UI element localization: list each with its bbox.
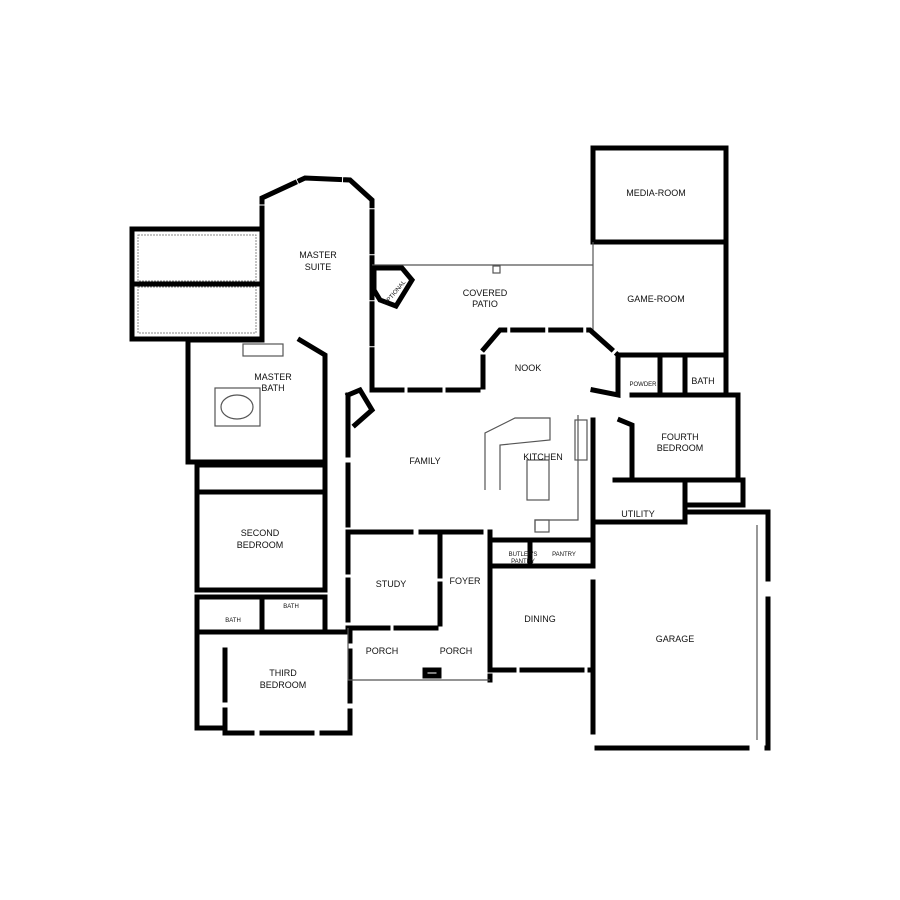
third-bedroom-label-2: BEDROOM [260, 680, 307, 690]
storage-walls [129, 226, 265, 342]
master-suite-label-1: MASTER [299, 250, 337, 260]
bedroom-wing-walls [194, 462, 353, 736]
covered-patio-lines [371, 264, 593, 310]
master-bath-walls [185, 336, 328, 465]
game-room-label: GAME-ROOM [627, 294, 685, 304]
family-nook-walls [344, 327, 622, 535]
master-suite-walls [259, 175, 375, 388]
kitchen-label: KITCHEN [523, 452, 563, 462]
study-label: STUDY [376, 579, 407, 589]
upper-bath-label: BATH [691, 376, 714, 386]
master-suite-label-2: SUITE [305, 262, 332, 272]
garage-walls [590, 509, 771, 751]
second-bedroom-label-1: SECOND [241, 528, 280, 538]
garage-label: GARAGE [656, 634, 695, 644]
media-game-walls [590, 145, 729, 398]
covered-patio-label-1: COVERED [463, 288, 508, 298]
master-bath-label-1: MASTER [254, 372, 292, 382]
dining-label: DINING [524, 614, 556, 624]
fourth-bedroom-label-1: FOURTH [661, 432, 698, 442]
third-bedroom-label-1: THIRD [269, 668, 297, 678]
butlers-pantry-label-2: PANTRY [511, 559, 535, 565]
foyer-label: FOYER [449, 576, 481, 586]
master-bath-label-2: BATH [261, 383, 284, 393]
nook-label: NOOK [515, 363, 542, 373]
utility-label: UTILITY [621, 509, 655, 519]
media-room-label: MEDIA-ROOM [626, 188, 686, 198]
front-walls [345, 529, 596, 683]
covered-patio-label-2: PATIO [472, 299, 498, 309]
porch-left-label: PORCH [366, 646, 399, 656]
porch-right-label: PORCH [440, 646, 473, 656]
powder-label: POWDER [630, 382, 658, 388]
butlers-pantry-label-1: BUTLER'S [509, 552, 538, 558]
left-bath-label: BATH [225, 618, 241, 624]
family-label: FAMILY [409, 456, 440, 466]
fourth-bedroom-label-2: BEDROOM [657, 443, 704, 453]
right-bath-label: BATH [283, 604, 299, 610]
pantry-label: PANTRY [552, 552, 576, 558]
second-bedroom-label-2: BEDROOM [237, 540, 284, 550]
